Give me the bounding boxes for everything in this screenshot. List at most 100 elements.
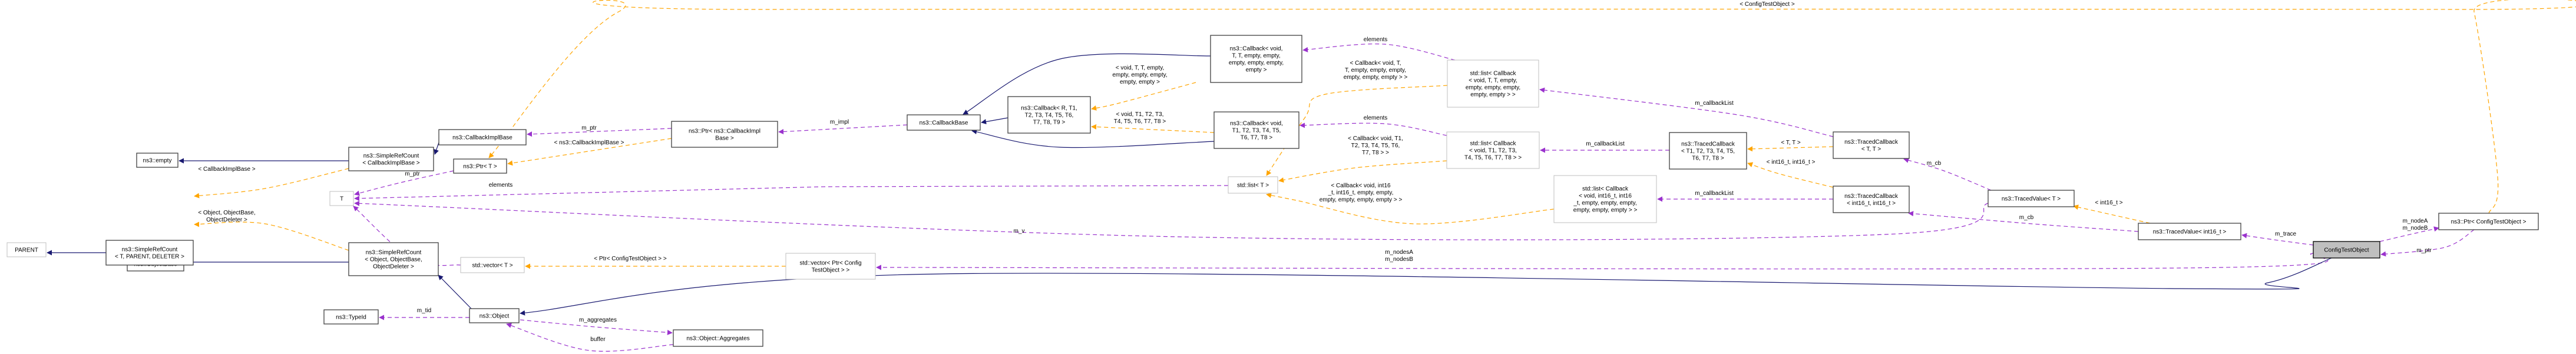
node-label: ns3::CallbackImplBase xyxy=(452,135,512,141)
class-node-configtestobject[interactable]: ConfigTestObject xyxy=(2313,241,2380,259)
edge-usage-ptr_cbimpl-to-cbimplbase: m_ptr xyxy=(527,125,672,137)
nodes-layer: PARENTns3::emptyns3::ObjectBasens3::Simp… xyxy=(6,35,2539,347)
node-box xyxy=(1833,186,1910,213)
node-label: empty, empty, empty, xyxy=(1466,85,1520,91)
edge-usage-configtestobject-to-tracedvalue_int16: m_trace xyxy=(2241,231,2314,246)
class-node-vectorT[interactable]: std::vector< T > xyxy=(460,257,525,273)
edge-label: m_ptr xyxy=(405,171,420,177)
edge-line-template xyxy=(1747,162,1834,188)
node-box xyxy=(348,147,434,171)
edge-template-tracedcb_tt-to-tracedcb_generic: < T, T > xyxy=(1747,140,1834,152)
class-node-src_cbimpl[interactable]: ns3::SimpleRefCount< CallbackImplBase > xyxy=(348,147,434,171)
class-node-simplerefcount[interactable]: ns3::SimpleRefCount< T, PARENT, DELETER … xyxy=(105,240,194,266)
node-box xyxy=(1007,96,1091,134)
class-node-ptr_cto[interactable]: ns3::Ptr< ConfigTestObject > xyxy=(2438,213,2539,230)
edge-label: elements xyxy=(1364,37,1388,43)
node-label: ns3::Callback< void, xyxy=(1230,121,1283,127)
class-node-aggregates[interactable]: ns3::Object::Aggregates xyxy=(673,329,763,347)
edge-label: m_cb xyxy=(2019,214,2034,221)
edge-usage-tracedvalue_T-to-T: m_v xyxy=(354,200,1989,240)
class-node-ptr_cbimpl[interactable]: ns3::Ptr< ns3::CallbackImplBase > xyxy=(671,121,778,148)
edge-label: < int16_t, int16_t > xyxy=(1767,159,1816,166)
class-node-tracedcb_generic[interactable]: ns3::TracedCallback< T1, T2, T3, T4, T5,… xyxy=(1669,132,1747,170)
node-label: ns3::SimpleRefCount xyxy=(363,153,419,160)
class-node-empty[interactable]: ns3::empty xyxy=(136,153,178,168)
node-box xyxy=(673,329,763,347)
class-node-callback_tt[interactable]: ns3::Callback< void,T, T, empty, empty,e… xyxy=(1210,35,1302,83)
class-node-tracedvalue_int16[interactable]: ns3::TracedValue< int16_t > xyxy=(2138,223,2241,240)
class-node-callbackbase[interactable]: ns3::CallbackBase xyxy=(907,114,981,131)
node-label: ns3::SimpleRefCount xyxy=(122,247,178,253)
edge-inherit-callback_t1t8-to-callbackbase xyxy=(971,129,1215,148)
class-node-src_object[interactable]: ns3::SimpleRefCount< Object, ObjectBase,… xyxy=(348,242,439,276)
node-box xyxy=(1833,131,1910,159)
edge-template-src_cbimpl-to-simplerefcount: < CallbackImplBase > xyxy=(194,166,349,198)
class-node-object[interactable]: ns3::Object xyxy=(469,308,520,323)
class-node-list_cb_int16[interactable]: std::list< Callback< void, int16_t, int1… xyxy=(1553,175,1657,223)
edge-line-template xyxy=(507,138,672,166)
class-node-cbimplbase[interactable]: ns3::CallbackImplBase xyxy=(438,129,527,145)
edge-label: m_callbackList xyxy=(1586,141,1625,147)
edge-label: m_nodesA xyxy=(1385,249,1413,256)
node-label: T1, T2, T3, T4, T5, xyxy=(1232,128,1281,134)
edge-line-usage xyxy=(1302,43,1456,61)
class-node-vector_ptr_cto[interactable]: std::vector< Ptr< ConfigTestObject > > xyxy=(785,253,876,280)
edge-label: elements xyxy=(1364,115,1388,121)
node-label: std::vector< Ptr< Config xyxy=(799,260,861,267)
edge-label: empty, empty, empty, empty > > xyxy=(1320,197,1403,203)
class-node-list_cb_tt[interactable]: std::list< Callback< void, T, T, empty,e… xyxy=(1447,59,1539,108)
edge-template-tracedvalue_int16-to-tracedvalue_T: < int16_t > xyxy=(2073,200,2151,224)
edge-line-template xyxy=(1091,124,1215,133)
class-node-callback_generic[interactable]: ns3::Callback< R, T1,T2, T3, T4, T5, T6,… xyxy=(1007,96,1091,134)
edge-usage-aggregates-to-object: buffer xyxy=(506,323,674,352)
node-box xyxy=(348,242,439,276)
edge-line-usage xyxy=(527,128,672,137)
edge-line-usage xyxy=(354,170,454,196)
edge-line-template xyxy=(488,0,2576,214)
edge-usage-list_cb_tt-to-callback_tt: elements xyxy=(1302,37,1456,61)
edge-line-inherit xyxy=(520,257,2332,316)
edge-label: < Ptr< ConfigTestObject > > xyxy=(594,256,667,262)
node-label: ns3::Object xyxy=(480,313,510,320)
edge-label: < Callback< void, int16 xyxy=(1331,183,1391,189)
edge-label: m_nodesB xyxy=(1385,256,1413,263)
node-label: empty, empty > > xyxy=(1470,92,1516,98)
class-node-parent[interactable]: PARENT xyxy=(6,242,47,257)
edge-label: < CallbackImplBase > xyxy=(198,166,255,173)
node-label: T7, T8, T9 > xyxy=(1033,120,1066,126)
edge-inherit-callback_generic-to-callbackbase xyxy=(981,117,1008,125)
edge-label: < void, T, T, empty, xyxy=(1116,65,1165,71)
node-label: ns3::TracedCallback xyxy=(1681,141,1735,148)
class-node-typeid[interactable]: ns3::TypeId xyxy=(323,309,379,325)
edge-line-usage xyxy=(354,200,1989,240)
class-node-tracedcb_int16[interactable]: ns3::TracedCallback< int16_t, int16_t > xyxy=(1833,186,1910,213)
node-label: ns3::Object::Aggregates xyxy=(686,336,749,342)
node-label: T2, T3, T4, T5, T6, xyxy=(1025,113,1074,119)
class-node-T[interactable]: T xyxy=(329,191,354,206)
node-label: T4, T5, T6, T7, T8 > > xyxy=(1464,155,1522,161)
class-node-list_cb_t1t8[interactable]: std::list< Callback< void, T1, T2, T3,T4… xyxy=(1446,131,1540,169)
node-label: std::list< Callback xyxy=(1470,141,1516,147)
class-node-ptrT[interactable]: ns3::Ptr< T > xyxy=(453,158,507,174)
edge-usage-tracedvalue_int16-to-tracedcb_int16: m_cb xyxy=(1908,211,2139,232)
edge-line-template xyxy=(1091,82,1196,111)
class-node-tracedcb_tt[interactable]: ns3::TracedCallback< T, T > xyxy=(1833,131,1910,159)
edge-line-usage xyxy=(778,124,908,135)
node-label: ns3::Callback< R, T1, xyxy=(1021,105,1077,112)
edge-inherit-configtestobject-to-object xyxy=(520,257,2332,316)
class-node-listT[interactable]: std::list< T > xyxy=(1228,176,1278,194)
node-box xyxy=(2138,223,2241,240)
edge-label: < ns3::CallbackImplBase > xyxy=(554,140,624,146)
node-box xyxy=(460,257,525,273)
node-box xyxy=(671,121,778,148)
edge-usage-listT-to-T: elements xyxy=(354,182,1229,201)
edge-label: m_callbackList xyxy=(1695,100,1734,107)
node-label: ns3::CallbackBase xyxy=(920,120,968,127)
node-box xyxy=(1988,190,2075,207)
class-node-callback_t1t8[interactable]: ns3::Callback< void,T1, T2, T3, T4, T5,T… xyxy=(1213,111,1299,149)
edge-line-usage xyxy=(1299,123,1447,136)
edge-inherit-cbimplbase-to-src_cbimpl xyxy=(434,142,439,155)
edge-template-list_cb_int16-to-listT: < Callback< void, int16_t, int16_t, empt… xyxy=(1266,183,1555,224)
edge-usage-tracedcb_int16-to-list_cb_int16: m_callbackList xyxy=(1657,190,1833,202)
class-node-tracedvalue_T[interactable]: ns3::TracedValue< T > xyxy=(1988,190,2075,207)
